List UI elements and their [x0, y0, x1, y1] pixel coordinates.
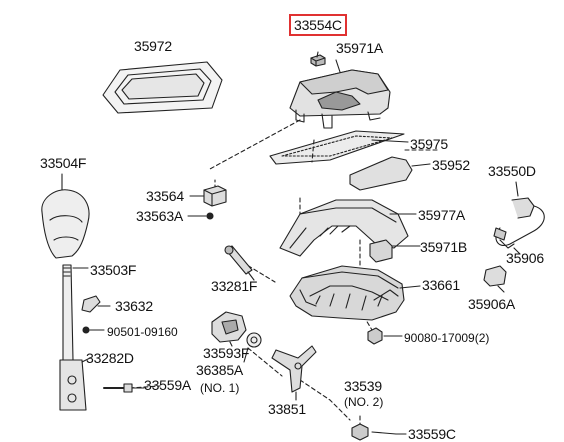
clip-33564 [203, 185, 227, 207]
part-label-no1: (NO. 1) [200, 381, 240, 395]
part-label-33503f[interactable]: 33503F [90, 262, 137, 278]
spring-90501 [82, 326, 90, 334]
pin-33632 [81, 295, 101, 313]
part-label-33632[interactable]: 33632 [115, 298, 153, 314]
panel-cover-35972 [102, 61, 223, 114]
part-label-35971b[interactable]: 35971B [420, 239, 468, 255]
part-label-36385a[interactable]: 36385A [196, 362, 244, 378]
part-label-35975[interactable]: 35975 [410, 136, 448, 152]
bolt-33559a [103, 383, 133, 393]
part-label-33281f[interactable]: 33281F [211, 278, 258, 294]
sensor-35906a [483, 265, 507, 287]
block-33593f [211, 311, 247, 343]
part-label-35906[interactable]: 35906 [506, 250, 544, 266]
part-label-33282d[interactable]: 33282D [86, 350, 134, 366]
part-label-33539[interactable]: 33539 [344, 378, 382, 394]
part-label-33563a[interactable]: 33563A [136, 208, 184, 224]
part-label-33593f[interactable]: 33593F [203, 345, 250, 361]
arm-33851 [271, 345, 317, 393]
part-label-33554c[interactable]: 33554C [289, 14, 347, 36]
part-label-33504f[interactable]: 33504F [40, 155, 87, 171]
part-label-35906a[interactable]: 35906A [468, 296, 516, 312]
part-label-35977a[interactable]: 35977A [418, 207, 466, 223]
slide-plate-35975 [269, 130, 405, 165]
cover-35952 [349, 156, 413, 191]
part-label-90080-17009[interactable]: 90080-17009(2) [404, 331, 490, 345]
guide-lines [129, 119, 441, 426]
part-label-33661[interactable]: 33661 [422, 277, 460, 293]
shift-knob-33504f [41, 189, 90, 259]
part-label-35952[interactable]: 35952 [432, 157, 470, 173]
part-label-33559c[interactable]: 33559C [408, 426, 456, 442]
bracket-35971b [369, 239, 393, 263]
washer-36385a [246, 332, 262, 348]
nut-90080 [367, 327, 383, 345]
cable-35906 [493, 197, 545, 249]
part-label-33559a[interactable]: 33559A [144, 377, 192, 393]
collar-33539 [351, 423, 397, 441]
part-label-no2: (NO. 2) [344, 395, 384, 409]
part-label-90501-09160[interactable]: 90501-09160 [107, 325, 178, 339]
base-33661 [289, 265, 405, 321]
rod-33281f [224, 245, 253, 275]
shift-lever-33503f [59, 264, 87, 411]
part-label-35972[interactable]: 35972 [134, 38, 172, 54]
part-label-33851[interactable]: 33851 [268, 401, 306, 417]
clip-33554c [310, 54, 326, 67]
part-label-33550d[interactable]: 33550D [488, 163, 536, 179]
part-label-33564[interactable]: 33564 [146, 188, 184, 204]
part-label-35971a[interactable]: 35971A [336, 40, 384, 56]
housing-35971a [289, 69, 391, 129]
